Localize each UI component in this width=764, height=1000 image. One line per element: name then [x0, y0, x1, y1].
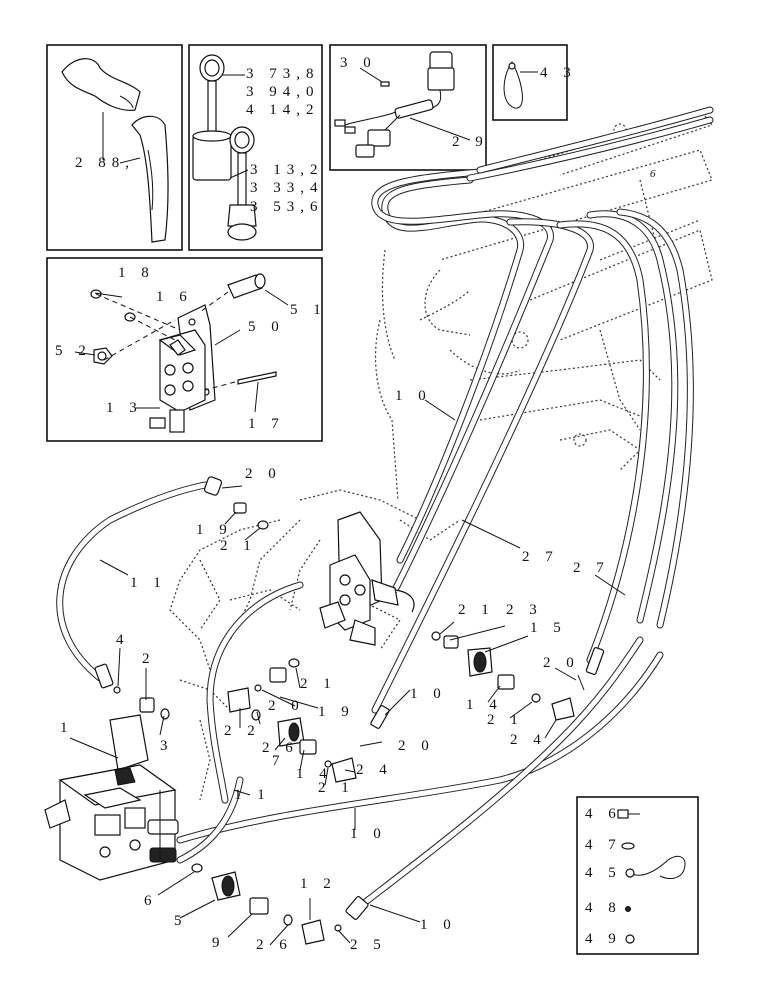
plug-drawing — [192, 54, 257, 241]
callout-20-upper: 2 0 — [245, 466, 282, 482]
callout-46: 4 6 — [585, 806, 622, 822]
callout-21-bottom: 2 1 — [318, 780, 355, 796]
remote-valve-block — [44, 714, 179, 881]
leader-lines — [69, 399, 626, 946]
callout-12: 1 2 — [300, 876, 337, 892]
tie-drawing — [503, 61, 538, 109]
callout-49: 4 9 — [585, 931, 622, 947]
callout-20-mid: 2 0 — [268, 698, 305, 714]
callout-24-mid: 2 4 — [356, 762, 393, 778]
callout-14-right: 1 4 — [466, 697, 503, 713]
callout-20-lower: 2 0 — [398, 738, 435, 754]
callout-333: 3 33,4 — [250, 180, 324, 196]
callout-23: 2 3 — [506, 602, 543, 618]
tractor-frame-outline — [169, 109, 714, 801]
callout-15: 1 5 — [530, 620, 567, 636]
callout-414: 4 14,2 — [246, 102, 320, 118]
callout-4: 4 — [116, 632, 130, 648]
callout-27-mid: 2 7 — [522, 549, 559, 565]
callout-25: 2 5 — [350, 937, 387, 953]
callout-13: 1 3 — [106, 400, 143, 416]
callout-9: 9 — [212, 935, 226, 951]
callout-19-upper: 1 9 — [196, 522, 233, 538]
callout-2: 2 — [142, 651, 156, 667]
callout-1: 1 — [60, 720, 74, 736]
callout-21-upper: 2 1 — [220, 538, 257, 554]
callout-51: 5 1 — [290, 302, 327, 318]
callout-5: 5 — [174, 913, 188, 929]
callout-29: 2 9 — [452, 134, 489, 150]
hardware-drawing — [617, 809, 686, 944]
callout-11-mid: 1 1 — [234, 787, 271, 803]
callout-21-mid: 2 1 — [300, 676, 337, 692]
callout-288: 2 88, — [75, 155, 135, 171]
callout-21-right: 2 1 — [458, 602, 495, 618]
callout-43: 4 3 — [540, 65, 577, 81]
callout-10-upper: 1 0 — [395, 388, 432, 404]
hydraulic-hoses — [56, 106, 714, 914]
main-valve-block — [319, 511, 415, 646]
callout-18: 1 8 — [118, 265, 155, 281]
switch-harness-drawing — [334, 51, 471, 158]
callout-47: 4 7 — [585, 837, 622, 853]
callout-373: 3 73,8 — [246, 66, 320, 82]
callout-3: 3 — [160, 738, 174, 754]
callout-50: 5 0 — [248, 319, 285, 335]
callout-45: 4 5 — [585, 865, 622, 881]
callout-17: 1 7 — [248, 416, 285, 432]
callout-22: 2 2 — [224, 723, 261, 739]
callout-6: 6 — [144, 893, 158, 909]
callout-353: 3 53,6 — [250, 199, 324, 215]
callout-19-mid: 1 9 — [318, 704, 355, 720]
callout-7: 7 — [272, 753, 286, 769]
callout-21-lower: 2 1 — [487, 712, 524, 728]
callout-313: 3 13,2 — [250, 162, 324, 178]
callout-30: 3 0 — [340, 55, 377, 71]
callout-10-bottom: 1 0 — [420, 917, 457, 933]
callout-26-upper: 2 6 — [262, 740, 299, 756]
callout-27-right: 2 7 — [573, 560, 610, 576]
callout-16: 1 6 — [156, 289, 193, 305]
callout-52: 5 2 — [55, 343, 92, 359]
callout-14-mid: 1 4 — [296, 766, 333, 782]
callout-11-left: 1 1 — [130, 575, 167, 591]
callout-6-frame: 6 — [650, 168, 656, 180]
callout-20-right: 2 0 — [543, 655, 580, 671]
inset-tie — [492, 44, 568, 121]
callout-48: 4 8 — [585, 900, 622, 916]
couplers-and-fittings — [94, 476, 605, 945]
callout-26-lower: 2 6 — [256, 937, 293, 953]
callout-10-mid: 1 0 — [410, 686, 447, 702]
hose-sleeve-drawing — [61, 58, 169, 243]
callout-10-lower: 1 0 — [350, 826, 387, 842]
callout-394: 3 94,0 — [246, 84, 320, 100]
callout-24-right: 2 4 — [510, 732, 547, 748]
valve-drawing — [74, 273, 289, 433]
